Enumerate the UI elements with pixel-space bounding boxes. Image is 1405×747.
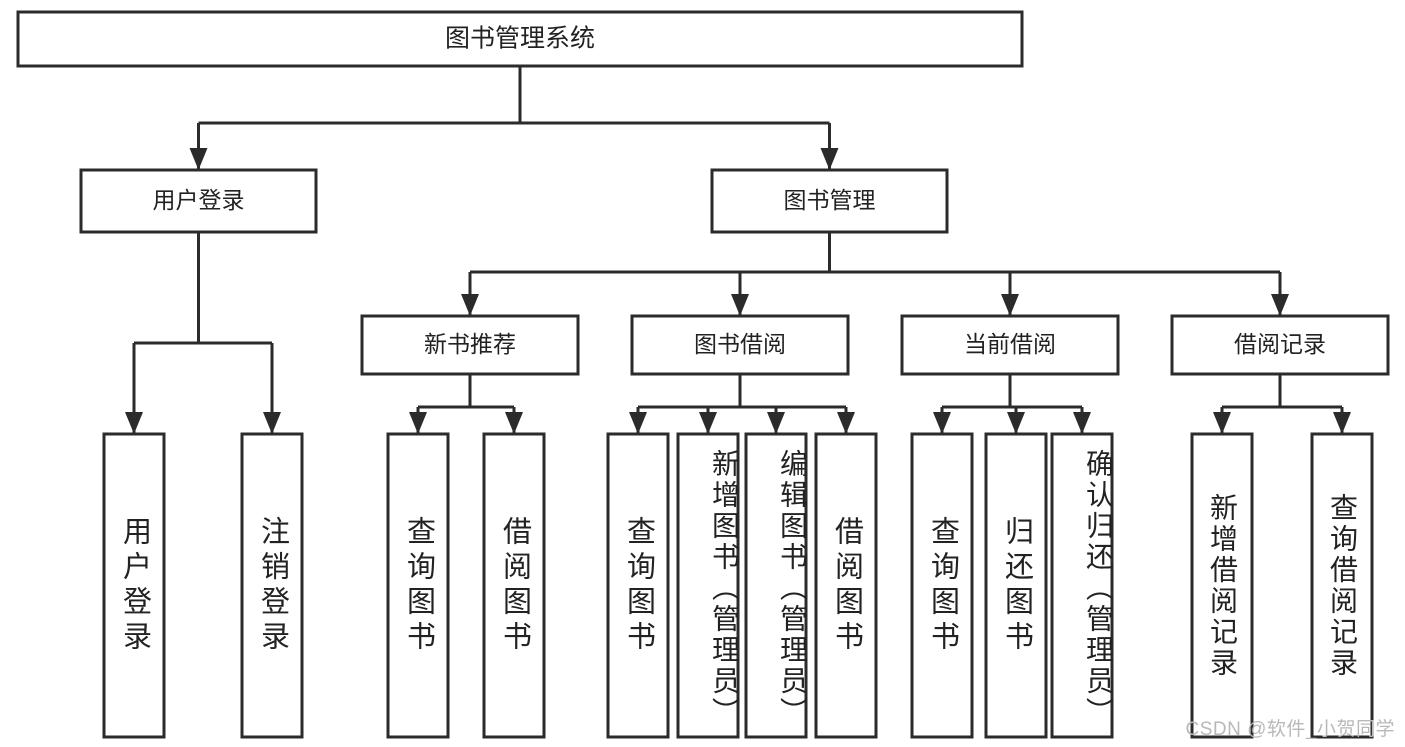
- leaf-node-2-rect: [240, 432, 304, 739]
- level3-node-3-label: 当前借阅: [964, 331, 1056, 357]
- leaf-node-11-rect: [1050, 432, 1114, 739]
- level2-node-1[interactable]: 用户登录: [79, 168, 318, 234]
- arrow-head-icon: [1213, 412, 1231, 434]
- level2-node-1-rect: [79, 168, 318, 234]
- arrow-head-icon: [409, 412, 427, 434]
- arrow-head-icon: [461, 294, 479, 316]
- arrow-head-icon: [820, 148, 839, 170]
- leaf-node-7[interactable]: [744, 432, 808, 739]
- leaf-node-9-rect: [910, 432, 974, 739]
- arrow-head-icon: [1001, 294, 1019, 316]
- level2-node-1-label: 用户登录: [153, 187, 245, 213]
- level2-node-2[interactable]: 图书管理: [710, 168, 949, 234]
- arrow-head-icon: [1271, 294, 1289, 316]
- leaf-node-1[interactable]: [102, 432, 166, 739]
- connectors-layer: [125, 66, 1351, 434]
- level3-node-2-label: 图书借阅: [694, 331, 786, 357]
- leaf-node-8-rect: [814, 432, 878, 739]
- leaf-node-8[interactable]: [814, 432, 878, 739]
- leaf-node-9[interactable]: [910, 432, 974, 739]
- root-node-book-management-system[interactable]: 图书管理系统: [16, 10, 1024, 68]
- root-node-book-management-system-rect: [16, 10, 1024, 68]
- leaf-node-2[interactable]: [240, 432, 304, 739]
- level2-node-2-label: 图书管理: [784, 187, 876, 213]
- level3-node-4-label: 借阅记录: [1234, 331, 1326, 357]
- leaf-node-1-rect: [102, 432, 166, 739]
- arrow-head-icon: [505, 412, 523, 434]
- arrow-head-icon: [767, 412, 785, 434]
- leaf-node-3-rect: [386, 432, 450, 739]
- leaf-node-13[interactable]: [1310, 432, 1374, 739]
- level3-node-4[interactable]: 借阅记录: [1170, 314, 1390, 376]
- arrow-head-icon: [629, 412, 647, 434]
- leaf-node-6[interactable]: [676, 432, 740, 739]
- leaf-node-5-rect: [606, 432, 670, 739]
- level3-node-4-rect: [1170, 314, 1390, 376]
- leaf-node-10-rect: [984, 432, 1048, 739]
- leaf-node-3[interactable]: [386, 432, 450, 739]
- arrow-head-icon: [1007, 412, 1025, 434]
- arrow-head-icon: [933, 412, 951, 434]
- leaf-node-7-rect: [744, 432, 808, 739]
- leaf-node-4-rect: [482, 432, 546, 739]
- level3-node-2[interactable]: 图书借阅: [630, 314, 850, 376]
- arrow-head-icon: [189, 148, 208, 170]
- level3-node-1[interactable]: 新书推荐: [360, 314, 580, 376]
- level2-node-2-rect: [710, 168, 949, 234]
- watermark-text: CSDN @软件_小贺同学: [1185, 719, 1395, 740]
- root-node-book-management-system-label: 图书管理系统: [445, 25, 595, 53]
- level3-node-3[interactable]: 当前借阅: [900, 314, 1120, 376]
- arrow-head-icon: [837, 412, 855, 434]
- arrow-head-icon: [1333, 412, 1351, 434]
- arrow-head-icon: [1073, 412, 1091, 434]
- leaf-node-12-rect: [1190, 432, 1254, 739]
- leaf-node-5[interactable]: [606, 432, 670, 739]
- level3-node-1-rect: [360, 314, 580, 376]
- leaf-node-11[interactable]: [1050, 432, 1114, 739]
- leaf-node-12[interactable]: [1190, 432, 1254, 739]
- leaf-node-10[interactable]: [984, 432, 1048, 739]
- level3-node-1-label: 新书推荐: [424, 331, 516, 357]
- arrow-head-icon: [125, 412, 143, 434]
- leaf-node-13-rect: [1310, 432, 1374, 739]
- level3-node-2-rect: [630, 314, 850, 376]
- leaf-node-6-rect: [676, 432, 740, 739]
- level3-node-3-rect: [900, 314, 1120, 376]
- leaf-node-4[interactable]: [482, 432, 546, 739]
- arrow-head-icon: [731, 294, 749, 316]
- arrow-head-icon: [263, 412, 281, 434]
- arrow-head-icon: [699, 412, 717, 434]
